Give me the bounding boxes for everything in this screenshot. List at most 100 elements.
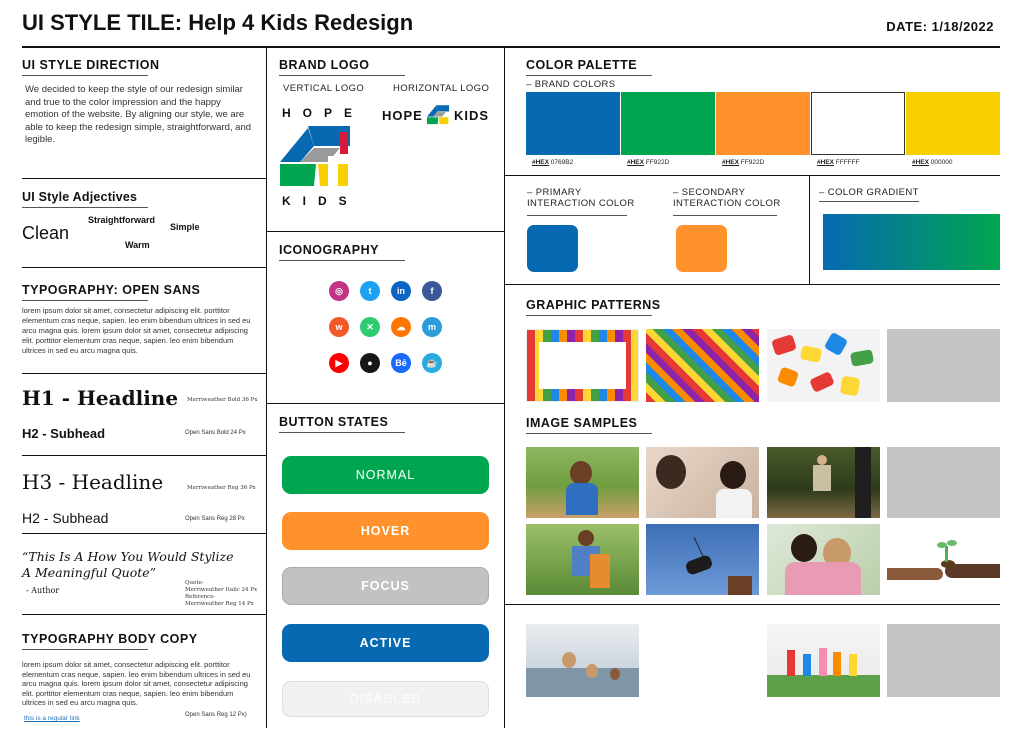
- image-placeholder: [887, 447, 1000, 518]
- iconography-heading: ICONOGRAPHY: [279, 243, 405, 261]
- primary-interaction-caption: – PRIMARY INTERACTION COLOR: [527, 187, 635, 209]
- logo-text-hope: HOPE: [282, 106, 365, 120]
- brand-swatch: [526, 92, 620, 155]
- brand-swatch: [621, 92, 715, 155]
- date-label: DATE: 1/18/2022: [886, 19, 994, 34]
- divider: [22, 373, 266, 374]
- col-divider-2: [504, 48, 505, 728]
- button-hover[interactable]: HOVER: [282, 512, 489, 550]
- image-father-son-gardening: [526, 524, 639, 595]
- pattern-placeholder: [887, 329, 1000, 402]
- adjective-simple: Simple: [170, 222, 200, 232]
- color-gradient-caption: – COLOR GRADIENT: [819, 187, 919, 198]
- caption-underline: [527, 215, 627, 216]
- color-gradient-swatch: [823, 214, 1000, 270]
- kofi-icon[interactable]: ☕: [422, 353, 442, 373]
- regular-link[interactable]: this is a regular link: [24, 715, 80, 722]
- button-disabled: DISABLED: [282, 681, 489, 717]
- h3-note: Merriweather Reg 36 Px: [187, 485, 256, 491]
- vertical-logo: HOPE KIDS: [280, 106, 352, 210]
- divider: [504, 604, 1000, 605]
- divider: [809, 175, 810, 284]
- h2-note: Open Sans Bold 24 Px: [185, 430, 246, 436]
- swatch-hex-label: #HEX 000000: [912, 159, 953, 166]
- brand-swatch: [716, 92, 810, 155]
- secondary-interaction-caption: – SECONDARY INTERACTION COLOR: [673, 187, 781, 209]
- color-palette-heading: COLOR PALETTE: [526, 58, 653, 76]
- image-kids-playing: [767, 624, 880, 697]
- brand-swatch: [906, 92, 1000, 155]
- swatch-hex-label: #HEX FFFFFF: [817, 159, 860, 166]
- logo-text-kids: KIDS: [282, 194, 359, 208]
- logo-four-mark: [427, 105, 449, 125]
- body-copy-heading: TYPOGRAPHY BODY COPY: [22, 632, 198, 650]
- button-active[interactable]: ACTIVE: [282, 624, 489, 662]
- deviantart-icon[interactable]: ✕: [360, 317, 380, 337]
- page-title: UI STYLE TILE: Help 4 Kids Redesign: [22, 10, 414, 35]
- top-rule: [22, 46, 1000, 48]
- twitter-icon[interactable]: t: [360, 281, 380, 301]
- swatch-hex-label: #HEX FF922D: [722, 159, 765, 166]
- adjective-clean: Clean: [22, 223, 70, 243]
- h2-sample: H2 - Subhead: [22, 426, 106, 441]
- adjective-straightforward: Straightforward: [88, 215, 156, 225]
- adjective-warm: Warm: [125, 240, 150, 250]
- divider: [22, 267, 266, 268]
- button-normal[interactable]: NORMAL: [282, 456, 489, 494]
- col-divider-1: [266, 48, 267, 728]
- github-icon[interactable]: ●: [360, 353, 380, 373]
- image-swing: [646, 524, 759, 595]
- h1-sample: H1 - Headline: [22, 386, 179, 410]
- h3-sample: H3 - Headline: [22, 470, 164, 494]
- direction-heading: UI STYLE DIRECTION: [22, 58, 160, 76]
- image-boy-outdoors: [526, 447, 639, 518]
- pattern-handprint-frame: [526, 329, 639, 402]
- facebook-icon[interactable]: f: [422, 281, 442, 301]
- quote-line-1: “This Is A How You Would Stylize: [22, 549, 234, 564]
- wattpad-icon[interactable]: w: [329, 317, 349, 337]
- image-mother-daughter: [646, 447, 759, 518]
- swatch-hex-label: #HEX FF922D: [627, 159, 670, 166]
- button-focus[interactable]: FOCUS: [282, 567, 489, 605]
- body-copy-note: Open Sans Reg 12 Px): [185, 712, 247, 718]
- typography-heading: TYPOGRAPHY: OPEN SANS: [22, 283, 201, 301]
- primary-interaction-swatch: [527, 225, 578, 272]
- divider: [22, 614, 266, 615]
- body-copy-text: lorem ipsum dolor sit amet, consectetur …: [22, 660, 251, 707]
- divider: [22, 455, 266, 456]
- divider: [266, 231, 504, 232]
- instagram-icon[interactable]: ◎: [329, 281, 349, 301]
- secondary-interaction-swatch: [676, 225, 727, 272]
- divider: [504, 175, 1000, 176]
- caption-underline: [673, 215, 777, 216]
- logo-text-hope: HOPE: [382, 108, 423, 123]
- logo-four-mark: [280, 126, 350, 186]
- image-seedling-hands: [887, 524, 1000, 595]
- h1-note: Merriweather Bold 36 Px: [187, 397, 258, 403]
- divider: [504, 284, 1000, 285]
- mu-icon[interactable]: m: [422, 317, 442, 337]
- direction-text: We decided to keep the style of our rede…: [25, 84, 252, 145]
- divider: [266, 403, 504, 404]
- soundcloud-icon[interactable]: ☁: [391, 317, 411, 337]
- divider: [22, 533, 266, 534]
- quote-author: - Author: [26, 586, 60, 595]
- quote-line-2: A Meaningful Quote”: [22, 565, 157, 580]
- image-family-walk: [767, 447, 880, 518]
- brand-logo-heading: BRAND LOGO: [279, 58, 406, 76]
- caption-underline: [819, 201, 919, 202]
- behance-icon[interactable]: Bē: [391, 353, 411, 373]
- horizontal-logo-caption: HORIZONTAL LOGO: [393, 83, 490, 94]
- button-states-heading: BUTTON STATES: [279, 415, 406, 433]
- youtube-icon[interactable]: ▶: [329, 353, 349, 373]
- graphic-patterns-heading: GRAPHIC PATTERNS: [526, 298, 661, 316]
- pattern-foam-letters: [767, 329, 880, 402]
- typography-lorem: lorem ipsum dolor sit amet, consectetur …: [22, 306, 251, 355]
- image-mother-hug: [767, 524, 880, 595]
- adjectives-heading: UI Style Adjectives: [22, 190, 149, 208]
- pattern-handprints: [646, 329, 759, 402]
- linkedin-icon[interactable]: in: [391, 281, 411, 301]
- swatch-hex-label: #HEX 0769B2: [532, 159, 574, 166]
- h2b-note: Open Sans Reg 28 Px: [185, 516, 245, 522]
- vertical-logo-caption: VERTICAL LOGO: [283, 83, 365, 94]
